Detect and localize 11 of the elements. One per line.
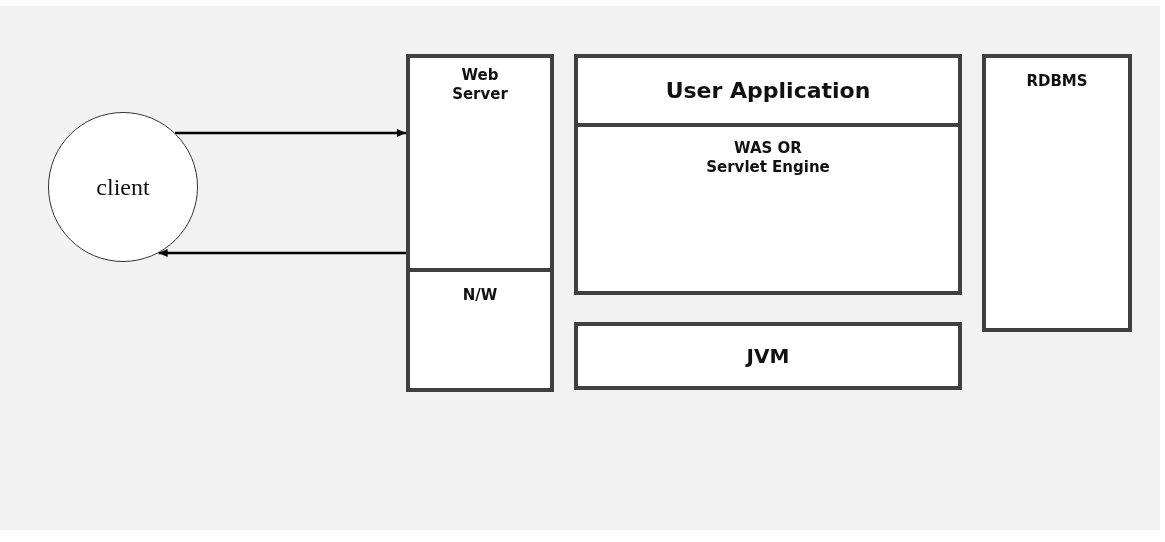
node-label: N/W [462,285,498,306]
node-label: JVM [746,343,790,370]
node-label: User Application [665,77,871,105]
node-label: WAS OR Servlet Engine [705,139,831,177]
node-label: RDBMS [1026,71,1088,92]
node-label: client [96,173,150,202]
arrow [175,129,406,137]
jvm-box [574,322,962,390]
node-label: Web Server [451,66,509,104]
rdbms-box [982,54,1132,332]
arrow [158,249,406,257]
